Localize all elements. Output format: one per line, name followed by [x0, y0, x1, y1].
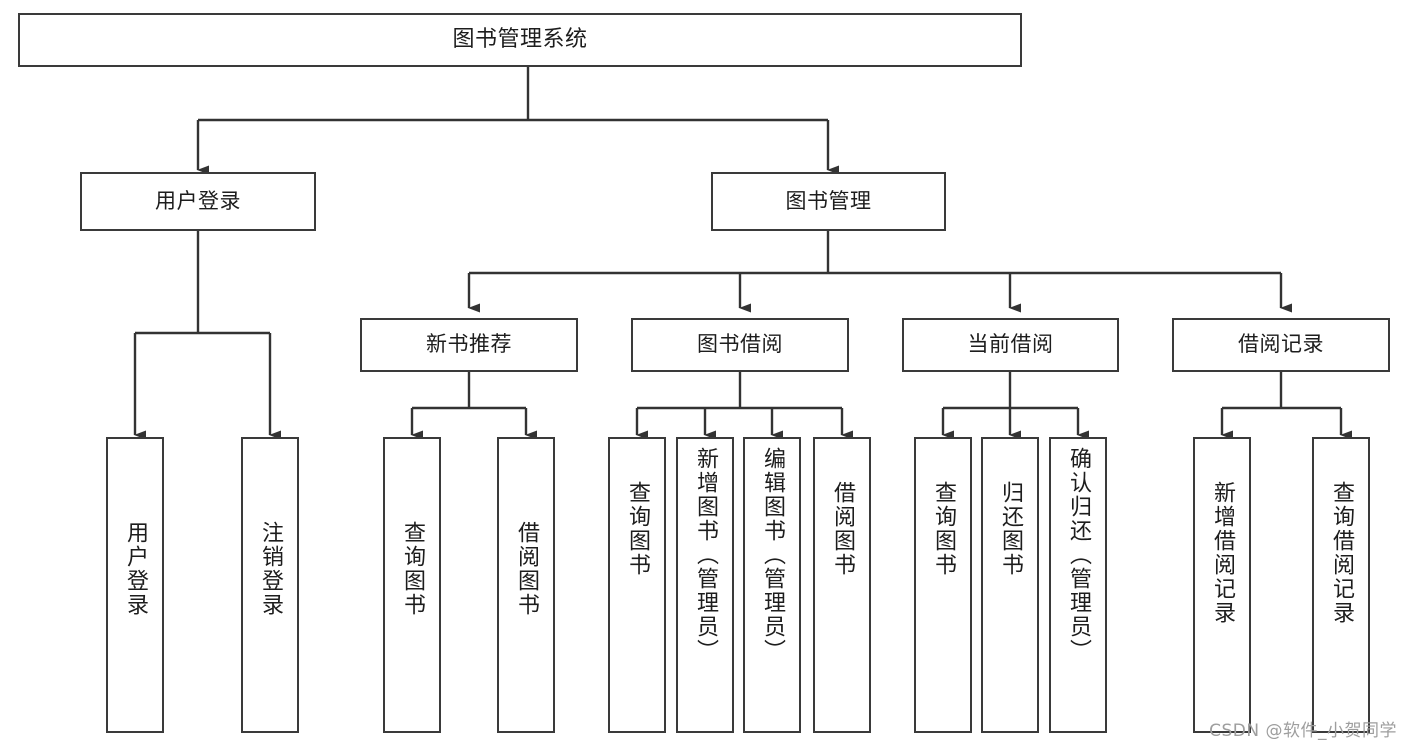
leaf-query-book-borrow[interactable]: 查询图书	[608, 437, 666, 733]
node-label: 注销登录	[257, 521, 283, 617]
node-label: 查询图书	[624, 481, 650, 577]
leaf-query-book-recommend[interactable]: 查询图书	[383, 437, 441, 733]
leaf-edit-book-admin[interactable]: 编辑图书（管理员）	[743, 437, 801, 733]
leaf-logout[interactable]: 注销登录	[241, 437, 299, 733]
node-label: 编辑图书（管理员）	[759, 447, 785, 663]
node-label: 新增图书（管理员）	[692, 447, 718, 663]
node-label: 借阅图书	[513, 521, 539, 617]
leaf-borrow-book-recommend[interactable]: 借阅图书	[497, 437, 555, 733]
node-label: 图书借阅	[697, 332, 783, 357]
leaf-add-borrow-record[interactable]: 新增借阅记录	[1193, 437, 1251, 733]
node-book-management[interactable]: 图书管理	[711, 172, 946, 231]
node-label: 图书管理	[785, 188, 872, 213]
node-label: 借阅记录	[1238, 332, 1324, 357]
node-label: 当前借阅	[967, 332, 1054, 357]
node-label: 查询借阅记录	[1328, 481, 1354, 625]
node-root-book-management-system[interactable]: 图书管理系统	[18, 13, 1022, 67]
node-current-borrow[interactable]: 当前借阅	[902, 318, 1119, 372]
leaf-borrow-book[interactable]: 借阅图书	[813, 437, 871, 733]
node-label: 图书管理系统	[452, 26, 588, 52]
node-label: 确认归还（管理员）	[1065, 447, 1091, 663]
node-label: 借阅图书	[829, 481, 855, 577]
node-label: 查询图书	[930, 481, 956, 577]
node-borrow-record[interactable]: 借阅记录	[1172, 318, 1390, 372]
node-user-login[interactable]: 用户登录	[80, 172, 316, 231]
node-label: 用户登录	[122, 521, 148, 617]
node-label: 归还图书	[997, 481, 1023, 577]
leaf-user-login[interactable]: 用户登录	[106, 437, 164, 733]
leaf-query-book-current[interactable]: 查询图书	[914, 437, 972, 733]
node-label: 用户登录	[155, 188, 241, 213]
node-label: 新书推荐	[426, 332, 512, 357]
watermark-text: CSDN @软件_小贺同学	[1209, 721, 1397, 741]
leaf-query-borrow-record[interactable]: 查询借阅记录	[1312, 437, 1370, 733]
leaf-confirm-return-admin[interactable]: 确认归还（管理员）	[1049, 437, 1107, 733]
node-label: 新增借阅记录	[1209, 481, 1235, 625]
node-book-borrow[interactable]: 图书借阅	[631, 318, 849, 372]
node-new-book-recommend[interactable]: 新书推荐	[360, 318, 578, 372]
leaf-add-book-admin[interactable]: 新增图书（管理员）	[676, 437, 734, 733]
leaf-return-book[interactable]: 归还图书	[981, 437, 1039, 733]
node-label: 查询图书	[399, 521, 425, 617]
